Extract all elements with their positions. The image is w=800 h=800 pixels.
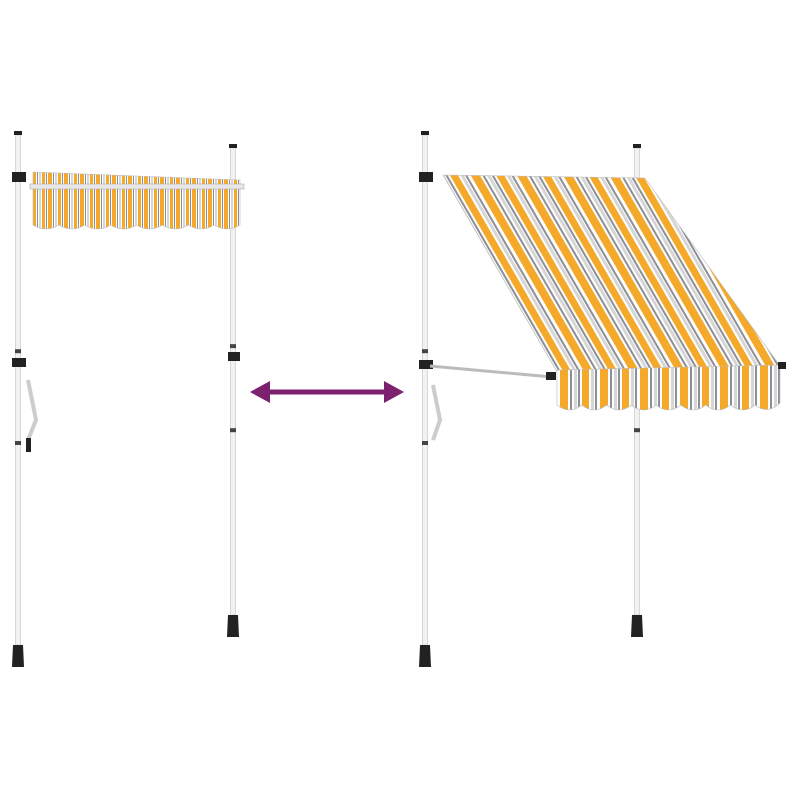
roller-bar	[29, 183, 245, 190]
crank-handle	[431, 384, 443, 441]
extended-awning-valance	[556, 364, 781, 411]
pole-clamp	[15, 349, 21, 354]
pole-top-cap	[633, 144, 641, 148]
support-arm	[429, 364, 553, 379]
pole-clamp	[422, 441, 428, 445]
bracket	[419, 360, 433, 369]
pole-clamp	[634, 428, 640, 433]
pole-clamp	[15, 441, 21, 445]
pole-foot	[227, 615, 239, 637]
pole-clamp	[230, 428, 236, 433]
arm-end	[778, 362, 786, 369]
bracket	[12, 172, 26, 182]
pole	[15, 134, 21, 646]
pole	[422, 134, 428, 646]
pole-top-cap	[421, 131, 429, 135]
bracket	[228, 352, 240, 361]
pole-foot	[12, 645, 24, 667]
pole-clamp	[230, 344, 236, 349]
pole-top-cap	[229, 144, 237, 148]
retracted-awning	[32, 171, 241, 230]
crank-grip	[26, 438, 31, 452]
double-arrow-icon	[250, 381, 404, 403]
pole-clamp	[422, 349, 428, 354]
pole-foot	[419, 645, 431, 667]
bracket	[12, 358, 26, 367]
pole-top-cap	[14, 131, 22, 135]
pole-foot	[631, 615, 643, 637]
arm-joint	[546, 372, 556, 380]
extended-awning-canopy	[442, 174, 781, 373]
bracket	[419, 172, 433, 182]
crank-handle	[26, 379, 39, 441]
